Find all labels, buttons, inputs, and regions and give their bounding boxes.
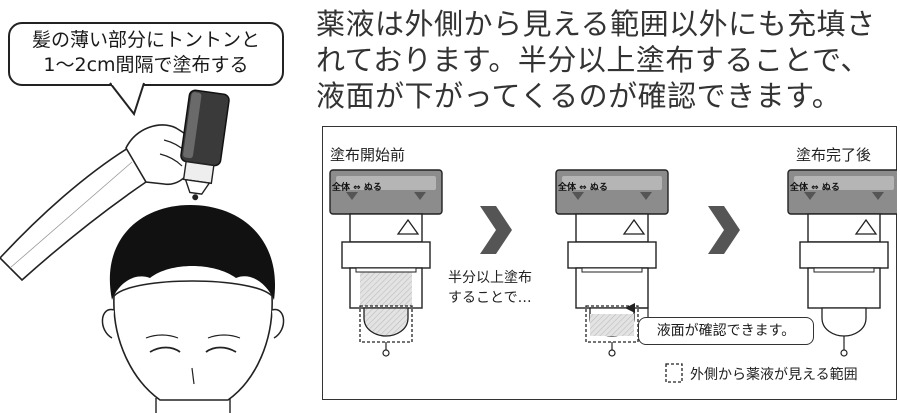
caption-line-2: れております。半分以上塗布することで、 <box>316 43 870 77</box>
cap-label-middle: 全体 ⇔ ぬる <box>558 183 608 193</box>
step-note-line-2: することで… <box>448 290 532 306</box>
left-eye <box>149 346 181 353</box>
application-illustration <box>0 89 285 413</box>
caption-line-1: 薬液は外側から見える範囲以外にも充填さ <box>316 7 876 41</box>
hair <box>109 205 276 300</box>
liquid-level-callout: 液面が確認できます。 <box>638 317 814 345</box>
after-label: 塗布完了後 <box>796 146 872 164</box>
bottle <box>180 89 230 201</box>
caption-line-3: 液面が下がってくるのが確認できます。 <box>316 79 842 113</box>
diagram-panel <box>322 126 897 400</box>
main-caption: 薬液は外側から見える範囲以外にも充填さ れております。半分以上塗布することで、 … <box>316 6 896 114</box>
applicator-diagrams <box>329 169 897 383</box>
nose <box>191 367 195 385</box>
bubble-line-2: 1〜2cm間隔で塗布する <box>43 54 249 76</box>
before-label: 塗布開始前 <box>330 146 406 164</box>
applicator-middle <box>555 169 669 357</box>
bubble-line-1: 髪の薄い部分にトントンと <box>31 29 260 51</box>
face <box>113 280 273 401</box>
applicator-before <box>329 169 443 357</box>
right-eye <box>205 346 237 353</box>
speech-bubble-tail <box>109 82 145 116</box>
legend-label: 外側から薬液が見える範囲 <box>690 367 858 383</box>
step-note: 半分以上塗布 することで… <box>448 268 532 308</box>
step-arrow-2 <box>708 206 740 254</box>
step-arrow-1 <box>480 206 512 254</box>
cap-label-before: 全体 ⇔ ぬる <box>332 183 382 193</box>
step-note-line-1: 半分以上塗布 <box>448 270 532 286</box>
speech-bubble-text: 髪の薄い部分にトントンと 1〜2cm間隔で塗布する <box>8 28 284 78</box>
cap-label-after: 全体 ⇔ ぬる <box>790 183 840 193</box>
speech-bubble <box>8 22 284 86</box>
applicator-after <box>787 169 897 357</box>
